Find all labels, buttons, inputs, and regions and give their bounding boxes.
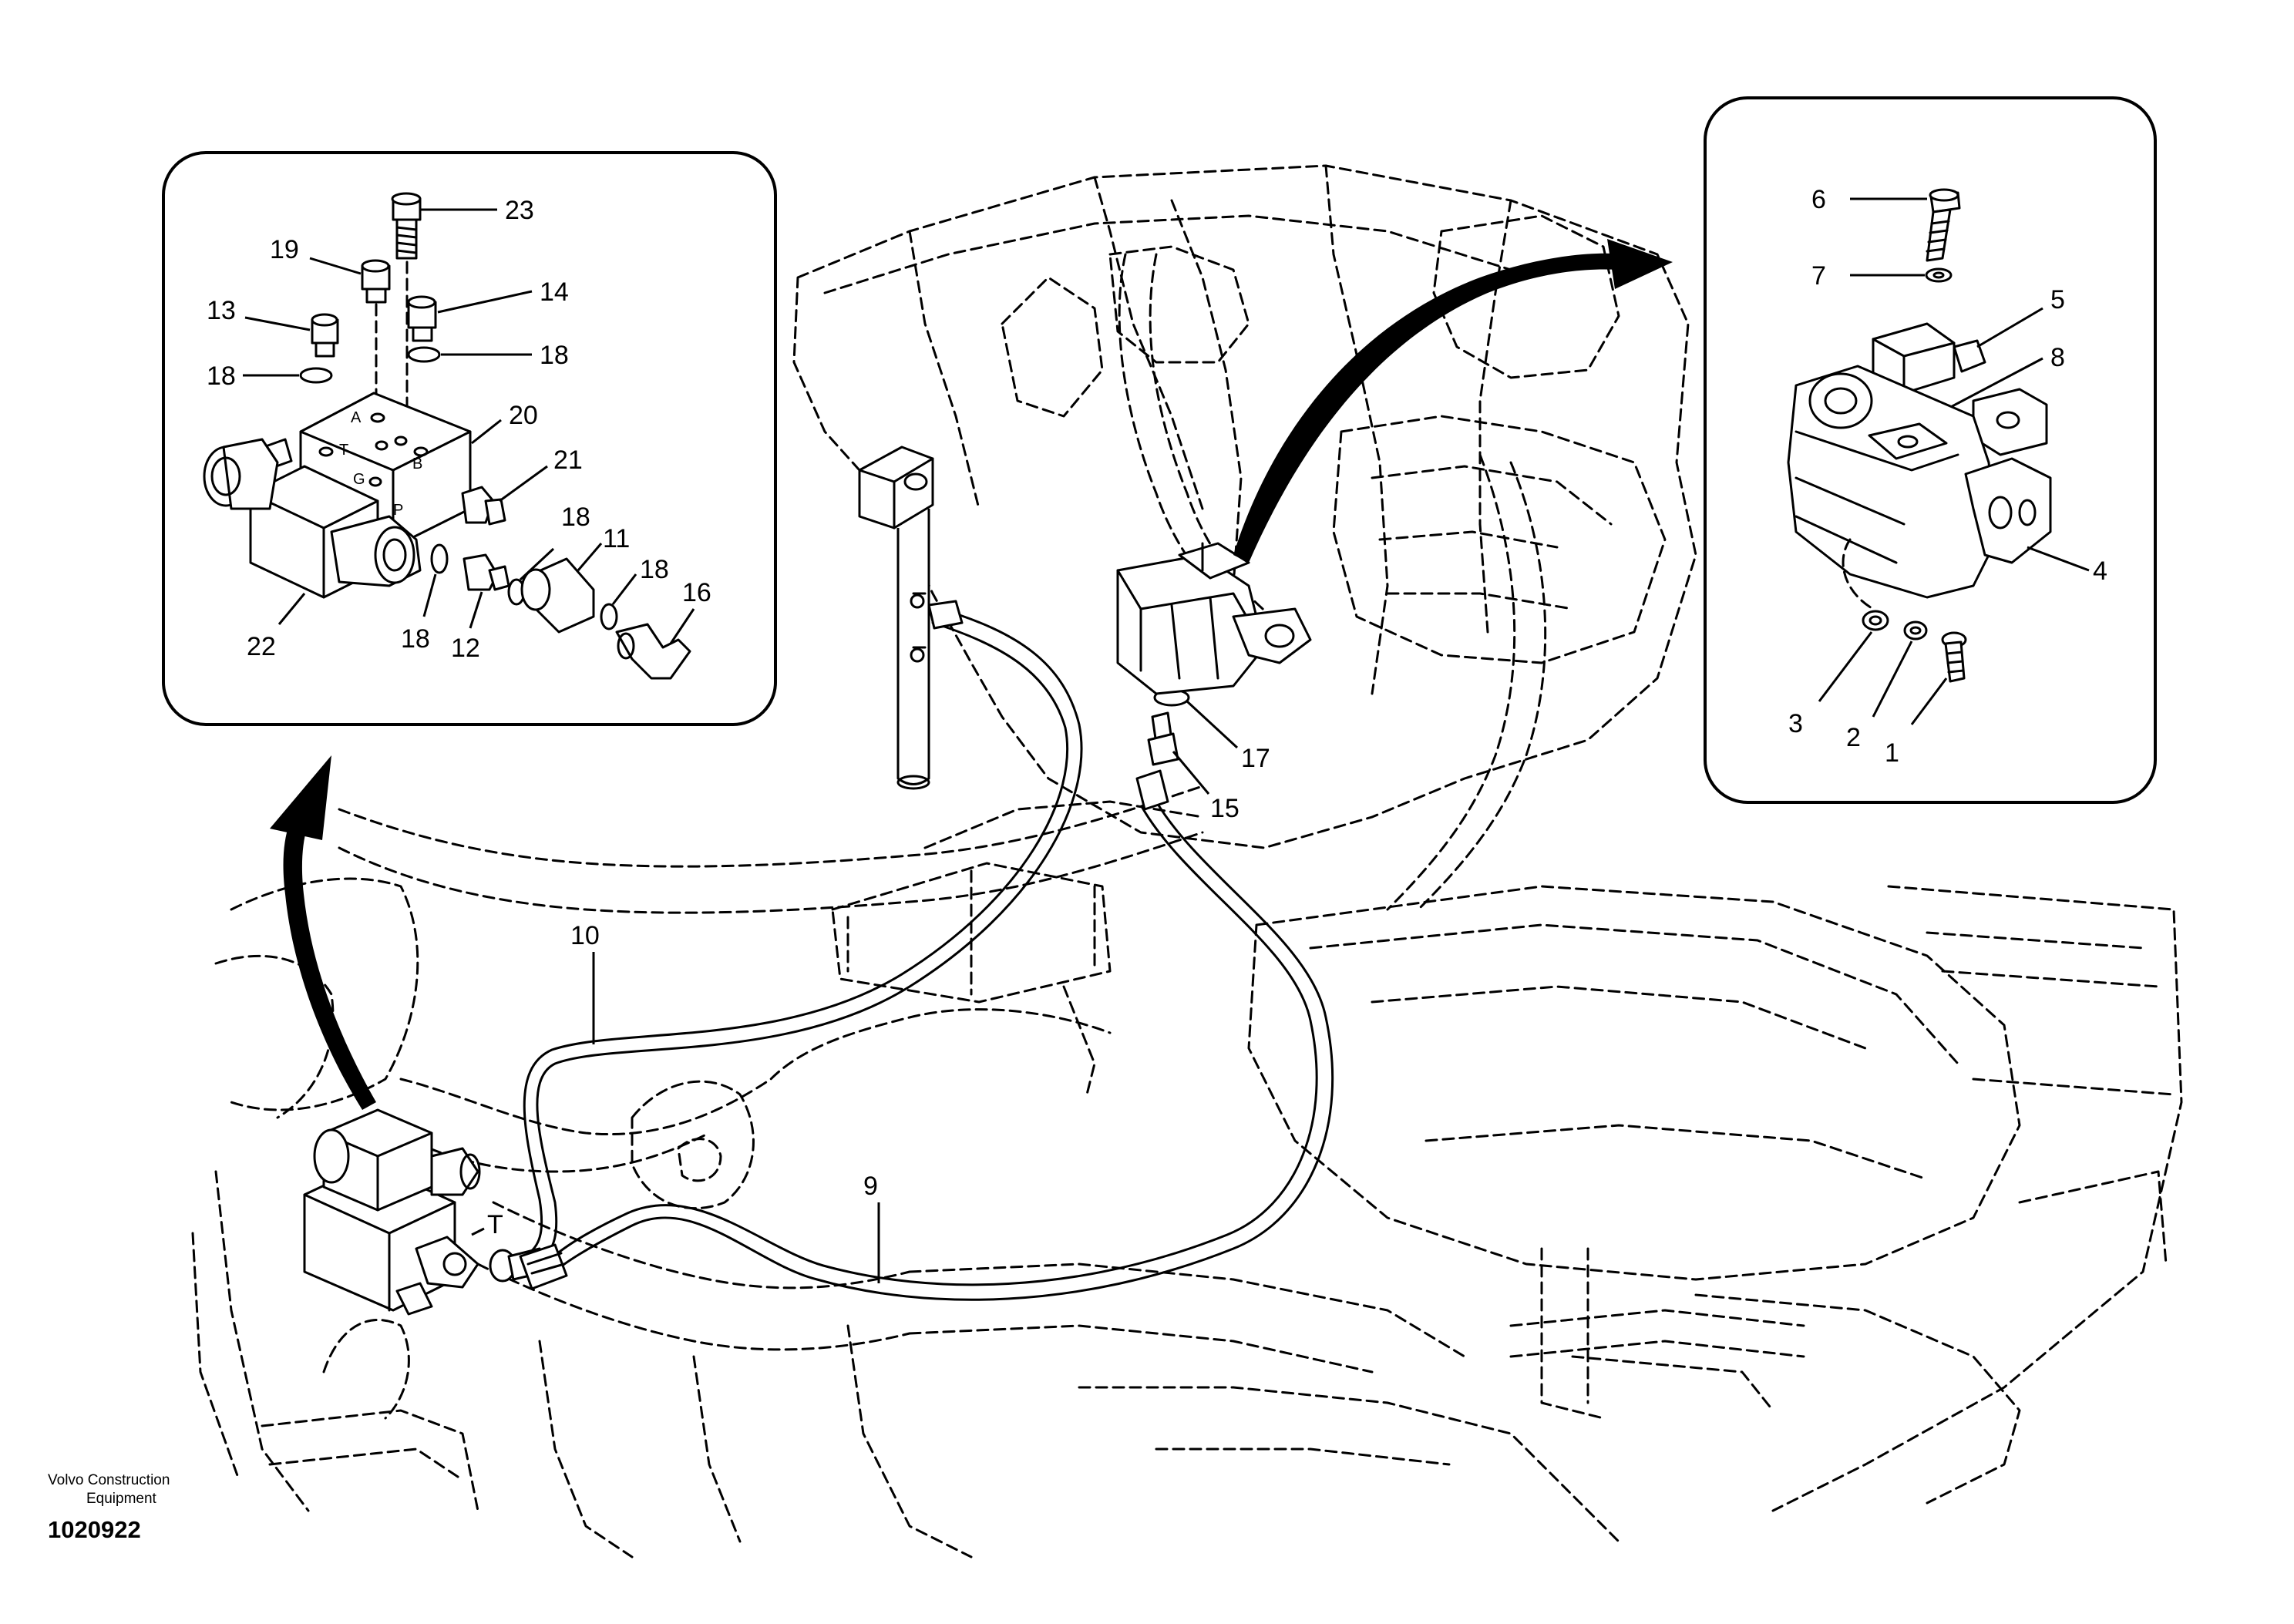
callout-1: 1 <box>1885 738 1899 768</box>
brand-block: Volvo Construction Equipment 1020922 <box>48 1472 170 1543</box>
callout-11: 11 <box>603 524 630 553</box>
callout-20: 20 <box>509 401 538 430</box>
callout-21: 21 <box>553 446 583 475</box>
port-label-b: B <box>412 456 422 472</box>
callout-5: 5 <box>2050 285 2065 314</box>
arrow-to-pump-detail <box>1233 239 1673 563</box>
callout-14: 14 <box>540 277 569 307</box>
valve-assembly-installed <box>303 1108 481 1316</box>
callout-3: 3 <box>1788 709 1803 738</box>
callout-7: 7 <box>1811 261 1826 291</box>
port-label-p: P <box>393 502 403 519</box>
port-label-t-main: T <box>487 1210 503 1239</box>
callout-18d: 18 <box>561 503 590 532</box>
fitting-15 <box>1147 688 1190 766</box>
callout-10: 10 <box>570 921 600 950</box>
pump-detail-frame: 6 7 5 8 4 3 <box>1704 96 2157 804</box>
pump-installed <box>1116 542 1312 695</box>
callout-18c: 18 <box>401 624 430 654</box>
callout-15: 15 <box>1210 794 1240 823</box>
valve-detail-frame: 23 19 13 18 14 18 A T G B <box>162 151 777 726</box>
callout-17: 17 <box>1241 744 1270 773</box>
port-label-g: G <box>353 471 365 488</box>
port-label-t: T <box>339 442 348 459</box>
arrow-to-valve-detail <box>270 755 376 1110</box>
brand-line-1: Volvo Construction <box>48 1472 170 1488</box>
brand-line-2: Equipment <box>86 1491 157 1507</box>
callout-13: 13 <box>207 296 236 325</box>
callout-2: 2 <box>1846 723 1861 752</box>
callout-4: 4 <box>2093 556 2107 586</box>
callout-12: 12 <box>451 634 480 663</box>
callout-22: 22 <box>247 632 276 661</box>
callout-8: 8 <box>2050 343 2065 372</box>
port-label-a: A <box>351 409 362 426</box>
main-callouts: 10 9 17 15 <box>570 700 1270 1283</box>
callout-18a: 18 <box>207 361 236 391</box>
callout-6: 6 <box>1811 185 1826 214</box>
callout-23: 23 <box>505 196 534 225</box>
callout-19: 19 <box>270 235 299 264</box>
document-number: 1020922 <box>48 1516 141 1543</box>
hose-9 <box>519 769 1334 1301</box>
callout-9: 9 <box>863 1172 878 1201</box>
pipe-column <box>858 446 934 790</box>
callout-18b: 18 <box>540 341 569 370</box>
callout-18e: 18 <box>640 555 669 584</box>
callout-16: 16 <box>682 578 711 607</box>
main-assembly: T <box>303 446 1334 1316</box>
